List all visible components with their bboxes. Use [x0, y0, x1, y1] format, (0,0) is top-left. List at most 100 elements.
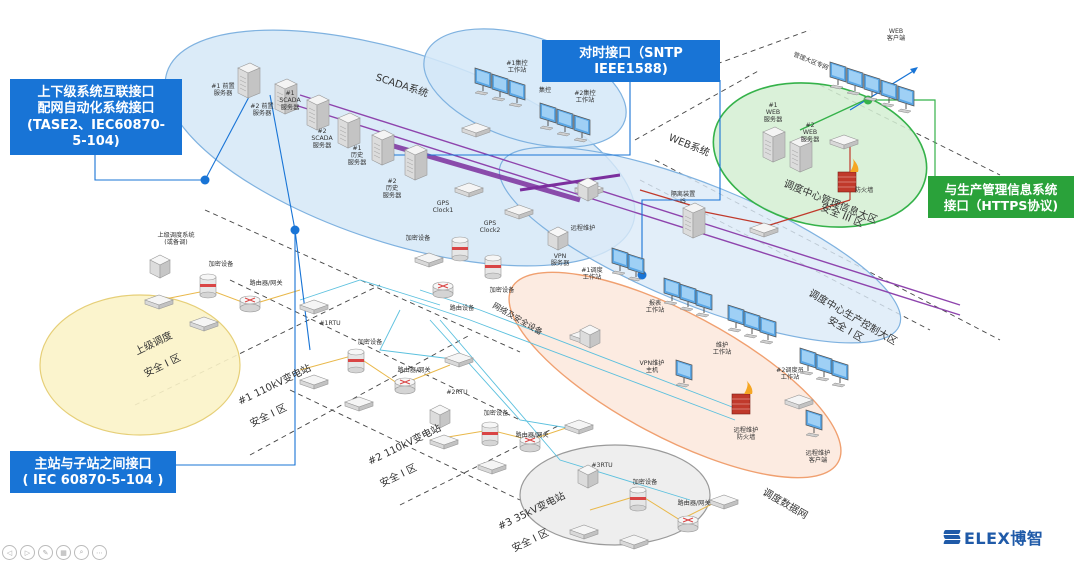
dispatch-net-title: 调度数据网: [761, 485, 811, 521]
callout-line: (TASE2、IEC60870-: [26, 117, 166, 133]
device-label: 远程维护防火墙: [734, 426, 759, 441]
purple-bus: [294, 104, 961, 316]
slides-icon[interactable]: ▦: [56, 545, 71, 560]
switch-icon: [749, 222, 779, 238]
switch-icon: [429, 434, 459, 450]
device-label: 路由器/网关: [397, 366, 430, 374]
core-bus: [519, 173, 621, 192]
monitor-icon: [805, 409, 823, 438]
encryption-device-icon: [347, 348, 365, 374]
device-label: #3RTU: [591, 462, 612, 469]
monitor-icon: [863, 73, 881, 102]
device-label: #2调度员工作站: [776, 366, 804, 381]
switch-icon: [709, 494, 739, 510]
switch-icon: [829, 134, 859, 150]
mgmt-network-label: 管理大区专网: [792, 50, 829, 71]
switch-icon: [144, 294, 174, 310]
switch-icon: [299, 374, 329, 390]
arrow-head: [910, 67, 918, 74]
yellow-link: [159, 289, 301, 306]
sub3-title-2: 安全 I 区: [510, 526, 551, 555]
callout-dot: [200, 175, 210, 185]
switch-icon: [504, 204, 534, 220]
device-label: 加密设备: [209, 260, 235, 268]
callout-dot: [290, 225, 300, 235]
callout-leader: [294, 229, 311, 351]
yellow-link: [299, 354, 451, 386]
device-label: #1集控工作站: [506, 59, 528, 74]
mgmt-interface-callout: 与生产管理信息系统 接口（HTTPS协议): [928, 176, 1074, 218]
callout-line: 对时接口（SNTP: [579, 46, 683, 61]
server-icon: [789, 136, 813, 173]
switch-icon: [414, 252, 444, 268]
presentation-controls: ◁ ▷ ✎ ▦ ⌕ ⋯: [2, 545, 107, 560]
device-icon: [579, 324, 601, 349]
separator-line: [399, 424, 561, 506]
device-label: 加密设备: [406, 234, 432, 242]
device-label: 维护工作站: [713, 341, 732, 356]
server-icon: [337, 112, 361, 149]
switch-icon: [189, 316, 219, 332]
encryption-device-icon: [481, 421, 499, 447]
device-label: #2集控工作站: [574, 89, 596, 104]
next-slide-icon[interactable]: ▷: [20, 545, 35, 560]
production-zone: [498, 146, 902, 344]
callout-line: 5-104): [72, 133, 120, 149]
purple-bus: [299, 94, 961, 306]
device-label: #2RTU: [446, 389, 467, 396]
device-icon: [577, 177, 599, 202]
separator-line: [289, 389, 521, 501]
device-icon: [547, 226, 569, 251]
device-label: 路由设备: [450, 304, 476, 312]
device-label: 路由器/网关: [677, 499, 710, 507]
monitor-icon: [759, 316, 777, 345]
device-icon: [429, 404, 451, 429]
device-label: 集控: [539, 86, 551, 94]
callout-leader: [641, 80, 721, 275]
dispatch-cable: [409, 299, 736, 421]
encryption-device-icon: [451, 236, 469, 262]
red-link: [694, 209, 771, 226]
monitor-icon: [491, 73, 509, 102]
monitor-icon: [573, 114, 591, 143]
callout-line: 接口（HTTPS协议): [943, 197, 1059, 213]
monitor-icon: [627, 253, 645, 282]
switch-icon: [454, 182, 484, 198]
router-icon: [677, 515, 699, 533]
pen-icon[interactable]: ✎: [38, 545, 53, 560]
elex-logo: ELEX博智: [943, 525, 1044, 549]
monitor-icon: [675, 359, 693, 388]
device-label: 远程维护: [571, 224, 596, 232]
device-icon: [149, 254, 171, 279]
upper-interface-callout: 上下级系统互联接口 配网自动化系统接口 (TASE2、IEC60870- 5-1…: [10, 79, 182, 155]
monitor-icon: [695, 289, 713, 318]
switch-icon: [444, 352, 474, 368]
monitor-icon: [897, 85, 915, 114]
encryption-device-icon: [629, 486, 647, 512]
encryption-device-icon: [199, 273, 217, 299]
zoom-icon[interactable]: ⌕: [74, 545, 89, 560]
net-security-zone: [508, 271, 842, 479]
separator-line: [229, 279, 521, 421]
device-label: 远程维护客户端: [806, 449, 831, 464]
device-label: 路由器/网关: [249, 279, 282, 287]
prev-slide-icon[interactable]: ◁: [2, 545, 17, 560]
sub2-title-2: 安全 I 区: [378, 461, 419, 490]
server-icon: [404, 144, 428, 181]
server-icon: [682, 202, 706, 239]
logo-text: ELEX博智: [964, 529, 1044, 548]
server-icon: [237, 62, 261, 99]
callout-leader: [390, 82, 631, 156]
timing-interface-callout: 对时接口（SNTP IEEE1588): [542, 40, 720, 82]
more-icon[interactable]: ⋯: [92, 545, 107, 560]
device-label: 上级调度系统(或备调): [157, 231, 194, 246]
firewall-icon: [731, 380, 753, 415]
red-link: [769, 199, 851, 226]
device-label: 加密设备: [633, 478, 659, 486]
